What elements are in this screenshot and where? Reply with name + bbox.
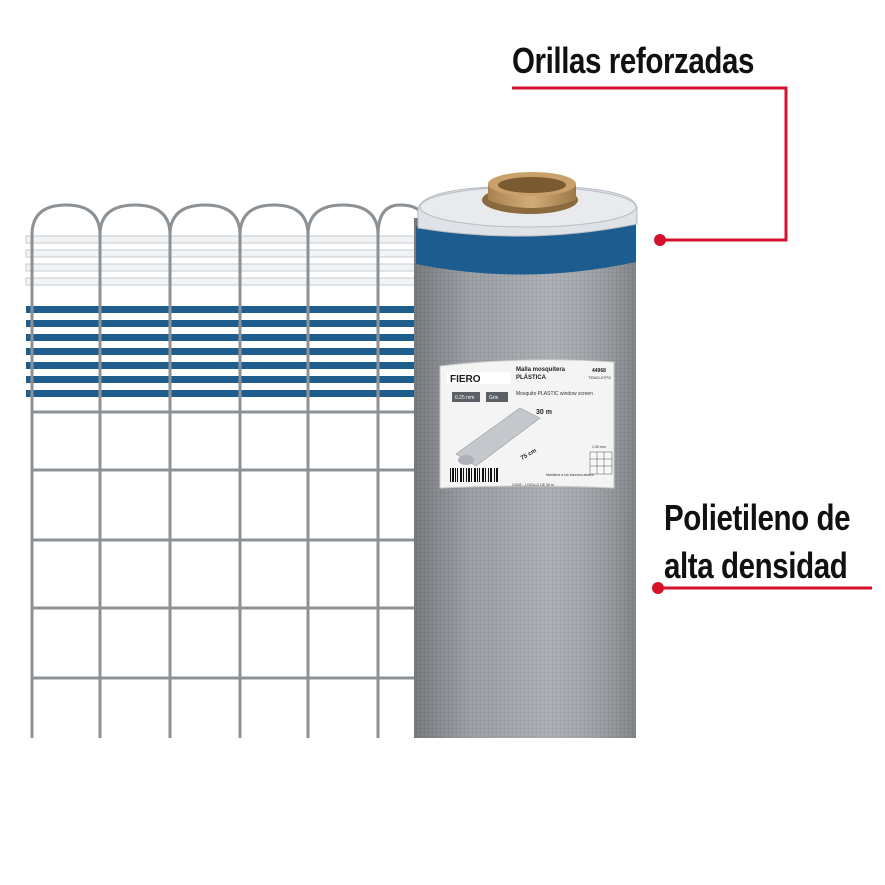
callout-dot-material bbox=[652, 582, 664, 594]
barcode bbox=[450, 468, 498, 482]
label-title-1: Malla mosquitera bbox=[516, 367, 566, 373]
label-subtitle: Mosquito PLASTIC window screen bbox=[516, 391, 593, 397]
label-keep-out: Mantiene a los insectos afuera bbox=[546, 473, 594, 477]
label-title-2: PLÁSTICA bbox=[516, 374, 547, 381]
label-mesh-size: 1.35 mm bbox=[592, 445, 606, 449]
brand-logo-block bbox=[447, 372, 511, 384]
callout-dot-edges bbox=[654, 234, 666, 246]
label-thickness: 0.25 mm bbox=[455, 395, 474, 401]
callout-edges: Orillas reforzadas bbox=[512, 40, 755, 81]
product-label: FIERO Malla mosquitera PLÁSTICA Mosquito… bbox=[439, 359, 615, 489]
label-color: Gris bbox=[489, 395, 499, 401]
brand-name: FIERO bbox=[450, 374, 481, 385]
mesh-detail-icon bbox=[589, 451, 613, 475]
callout-material-line1: Polietileno de bbox=[664, 497, 851, 538]
callout-material: Polietileno de alta densidad bbox=[664, 494, 851, 590]
callout-lines bbox=[512, 86, 872, 590]
label-length: 30 m bbox=[536, 409, 552, 416]
callout-material-line2: alta densidad bbox=[664, 545, 848, 586]
label-model: TEMO-07PG bbox=[588, 375, 611, 380]
mesh-diagram bbox=[25, 203, 425, 738]
label-code: 44968 bbox=[592, 368, 606, 374]
label-contents: CONT.: 1 ROLLO DE 30 m bbox=[512, 483, 554, 487]
label-roll-illustration bbox=[455, 407, 541, 467]
